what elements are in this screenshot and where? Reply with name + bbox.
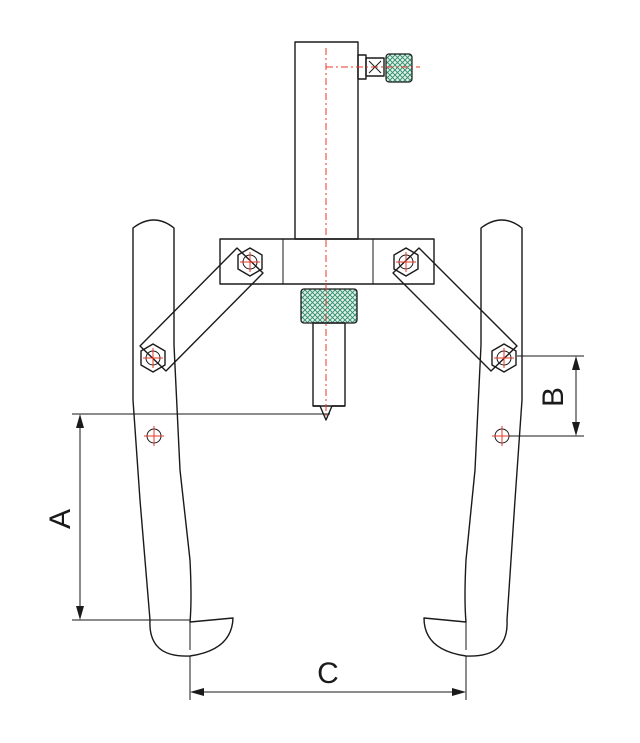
left-pivot-hole	[144, 426, 164, 446]
crosshead	[219, 238, 435, 285]
right-jaw	[423, 219, 523, 657]
bolt-center-marks	[143, 252, 514, 368]
left-jaw	[132, 219, 234, 657]
knurled-knob-icon	[300, 288, 358, 324]
hydraulic-cylinder-icon	[294, 41, 420, 240]
dimension-label-c: C	[317, 657, 339, 690]
dimension-c: C	[189, 656, 467, 700]
dimension-label-b: B	[537, 387, 570, 407]
dimension-a: A	[44, 413, 330, 621]
dimension-b: B	[509, 355, 584, 437]
left-link-arm	[139, 247, 264, 372]
spindle	[300, 284, 358, 421]
dimension-label-a: A	[44, 509, 77, 529]
knurled-knob-icon	[385, 53, 413, 83]
